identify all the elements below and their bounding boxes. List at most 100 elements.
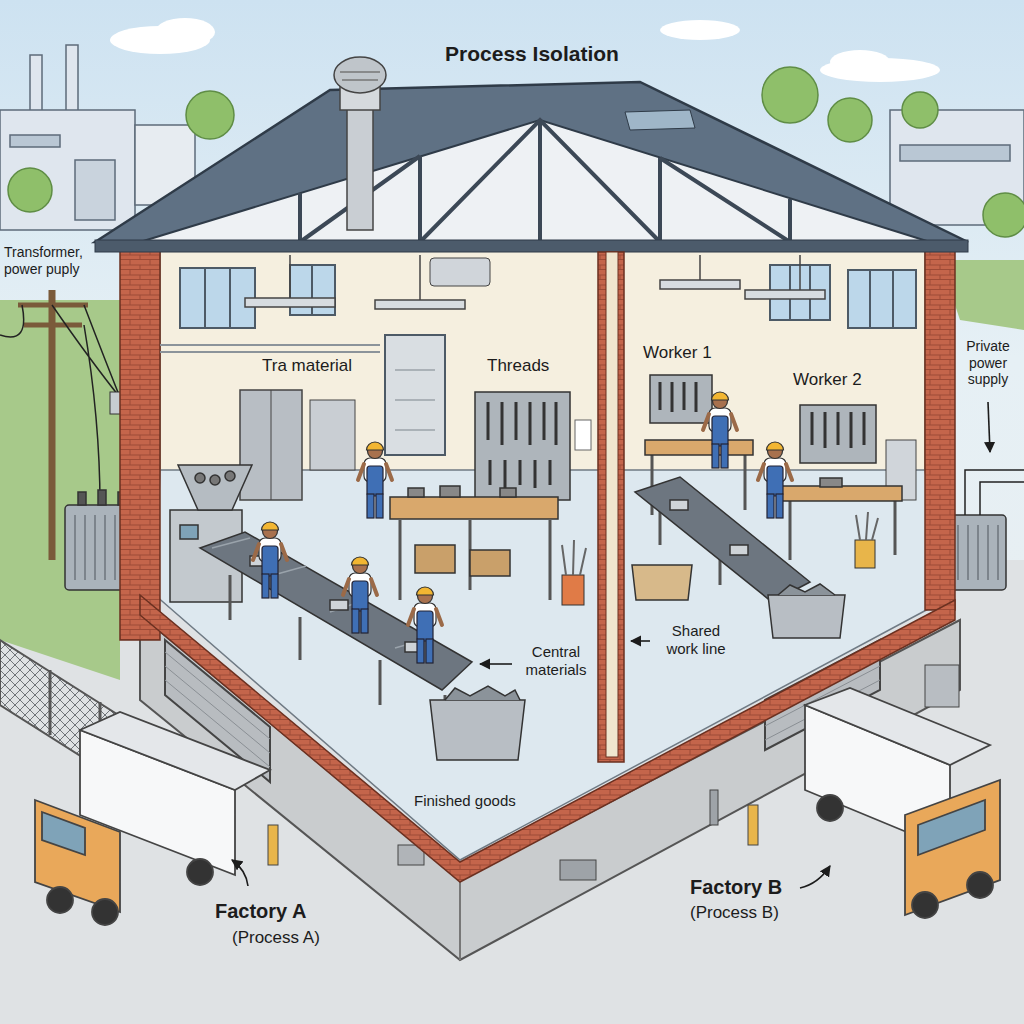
tool <box>488 402 556 488</box>
truck <box>967 872 993 898</box>
callout-label: Worker 2 <box>793 370 862 390</box>
clouds <box>155 18 215 46</box>
transformer <box>78 492 86 505</box>
hopper-machine <box>180 525 198 539</box>
bollard <box>710 790 718 825</box>
roof-eave <box>95 240 968 252</box>
private-transformer <box>948 470 1024 590</box>
front-wall-cut <box>140 595 955 882</box>
transformer <box>98 490 106 505</box>
truck <box>918 800 985 855</box>
truck <box>187 859 213 885</box>
parts-bin <box>768 595 845 638</box>
ceiling-lamp <box>290 255 800 300</box>
trees <box>983 193 1024 237</box>
private-transformer <box>965 470 1024 515</box>
vent-grille <box>560 860 596 880</box>
background-building <box>10 135 60 147</box>
power-pole <box>0 305 125 505</box>
storage-rack <box>310 400 355 470</box>
finished-goods-bin <box>430 686 525 760</box>
hopper-machine <box>210 475 220 485</box>
callout-label: Shared work line <box>654 622 738 657</box>
worker-figure <box>343 557 377 633</box>
worker-figure <box>253 522 287 598</box>
tool-cup <box>562 575 584 605</box>
trees <box>902 92 938 128</box>
window <box>205 268 230 328</box>
power-pole <box>49 290 56 560</box>
callout-label: Transformer, power puply <box>4 244 96 277</box>
conveyor-belt <box>200 532 472 690</box>
conveyor-belt <box>330 600 348 610</box>
trees <box>186 91 234 139</box>
background-building <box>0 110 135 230</box>
callout-label: Worker 1 <box>643 343 712 363</box>
tool-cup <box>855 540 875 568</box>
pipe <box>160 345 380 352</box>
truck <box>912 892 938 918</box>
workbench <box>780 486 902 501</box>
leader-arrow <box>631 640 650 642</box>
callout-label: Finished goods <box>414 792 516 810</box>
leader-arrow <box>480 663 512 665</box>
workbench <box>500 488 516 497</box>
private-transformer <box>958 525 998 580</box>
parts-bin <box>768 584 845 638</box>
skylight <box>625 110 695 130</box>
workbench <box>790 500 895 560</box>
ceiling-lamp <box>375 300 465 309</box>
workbench <box>440 486 460 497</box>
finished-goods-bin <box>445 686 520 700</box>
leader-arrow <box>988 402 990 452</box>
hopper-machine <box>178 465 252 510</box>
leader-arrow <box>800 866 830 888</box>
roof-truss <box>140 120 930 242</box>
conveyor-belt <box>670 500 688 510</box>
trees <box>762 67 818 123</box>
finished-goods-bin <box>430 700 525 760</box>
tool-cup <box>855 512 878 568</box>
worker-figure <box>758 442 792 518</box>
truck <box>35 800 120 912</box>
roof-ventilator <box>340 72 380 80</box>
conveyor-belt <box>212 538 430 648</box>
truck <box>805 688 1000 918</box>
hopper-machine <box>195 473 205 483</box>
grass <box>0 300 120 680</box>
bollard <box>748 805 758 845</box>
cabinet <box>240 390 302 500</box>
ceiling-lamp <box>245 255 825 309</box>
callout-label: Threads <box>487 356 549 376</box>
truss-space <box>140 120 930 242</box>
background-building <box>66 45 78 115</box>
heater-unit <box>430 258 490 286</box>
diagram-title: Process Isolation <box>412 42 652 67</box>
tool-cup <box>856 512 878 540</box>
leader-arrow <box>232 402 990 888</box>
callout-label: Factory A <box>215 900 307 924</box>
notice <box>575 420 591 450</box>
ceiling-lamp <box>245 298 335 307</box>
workbench <box>470 550 510 576</box>
bollard <box>268 790 758 865</box>
ceiling-lamp <box>745 290 825 299</box>
trees <box>8 168 52 212</box>
roof <box>95 82 968 242</box>
private-transformer <box>948 515 1006 590</box>
truck <box>80 712 270 790</box>
callout-label: Factory B <box>690 876 782 900</box>
cabinet <box>271 390 272 500</box>
workbench <box>820 478 842 487</box>
worker-figure <box>358 442 392 518</box>
floor <box>155 470 945 860</box>
electrical-box <box>925 665 959 707</box>
callout-label: Tra material <box>262 356 352 376</box>
conveyor-belt <box>730 545 748 555</box>
divider-wall-face <box>606 252 618 757</box>
tool-cup <box>562 540 586 575</box>
roof-ventilator <box>334 57 386 93</box>
